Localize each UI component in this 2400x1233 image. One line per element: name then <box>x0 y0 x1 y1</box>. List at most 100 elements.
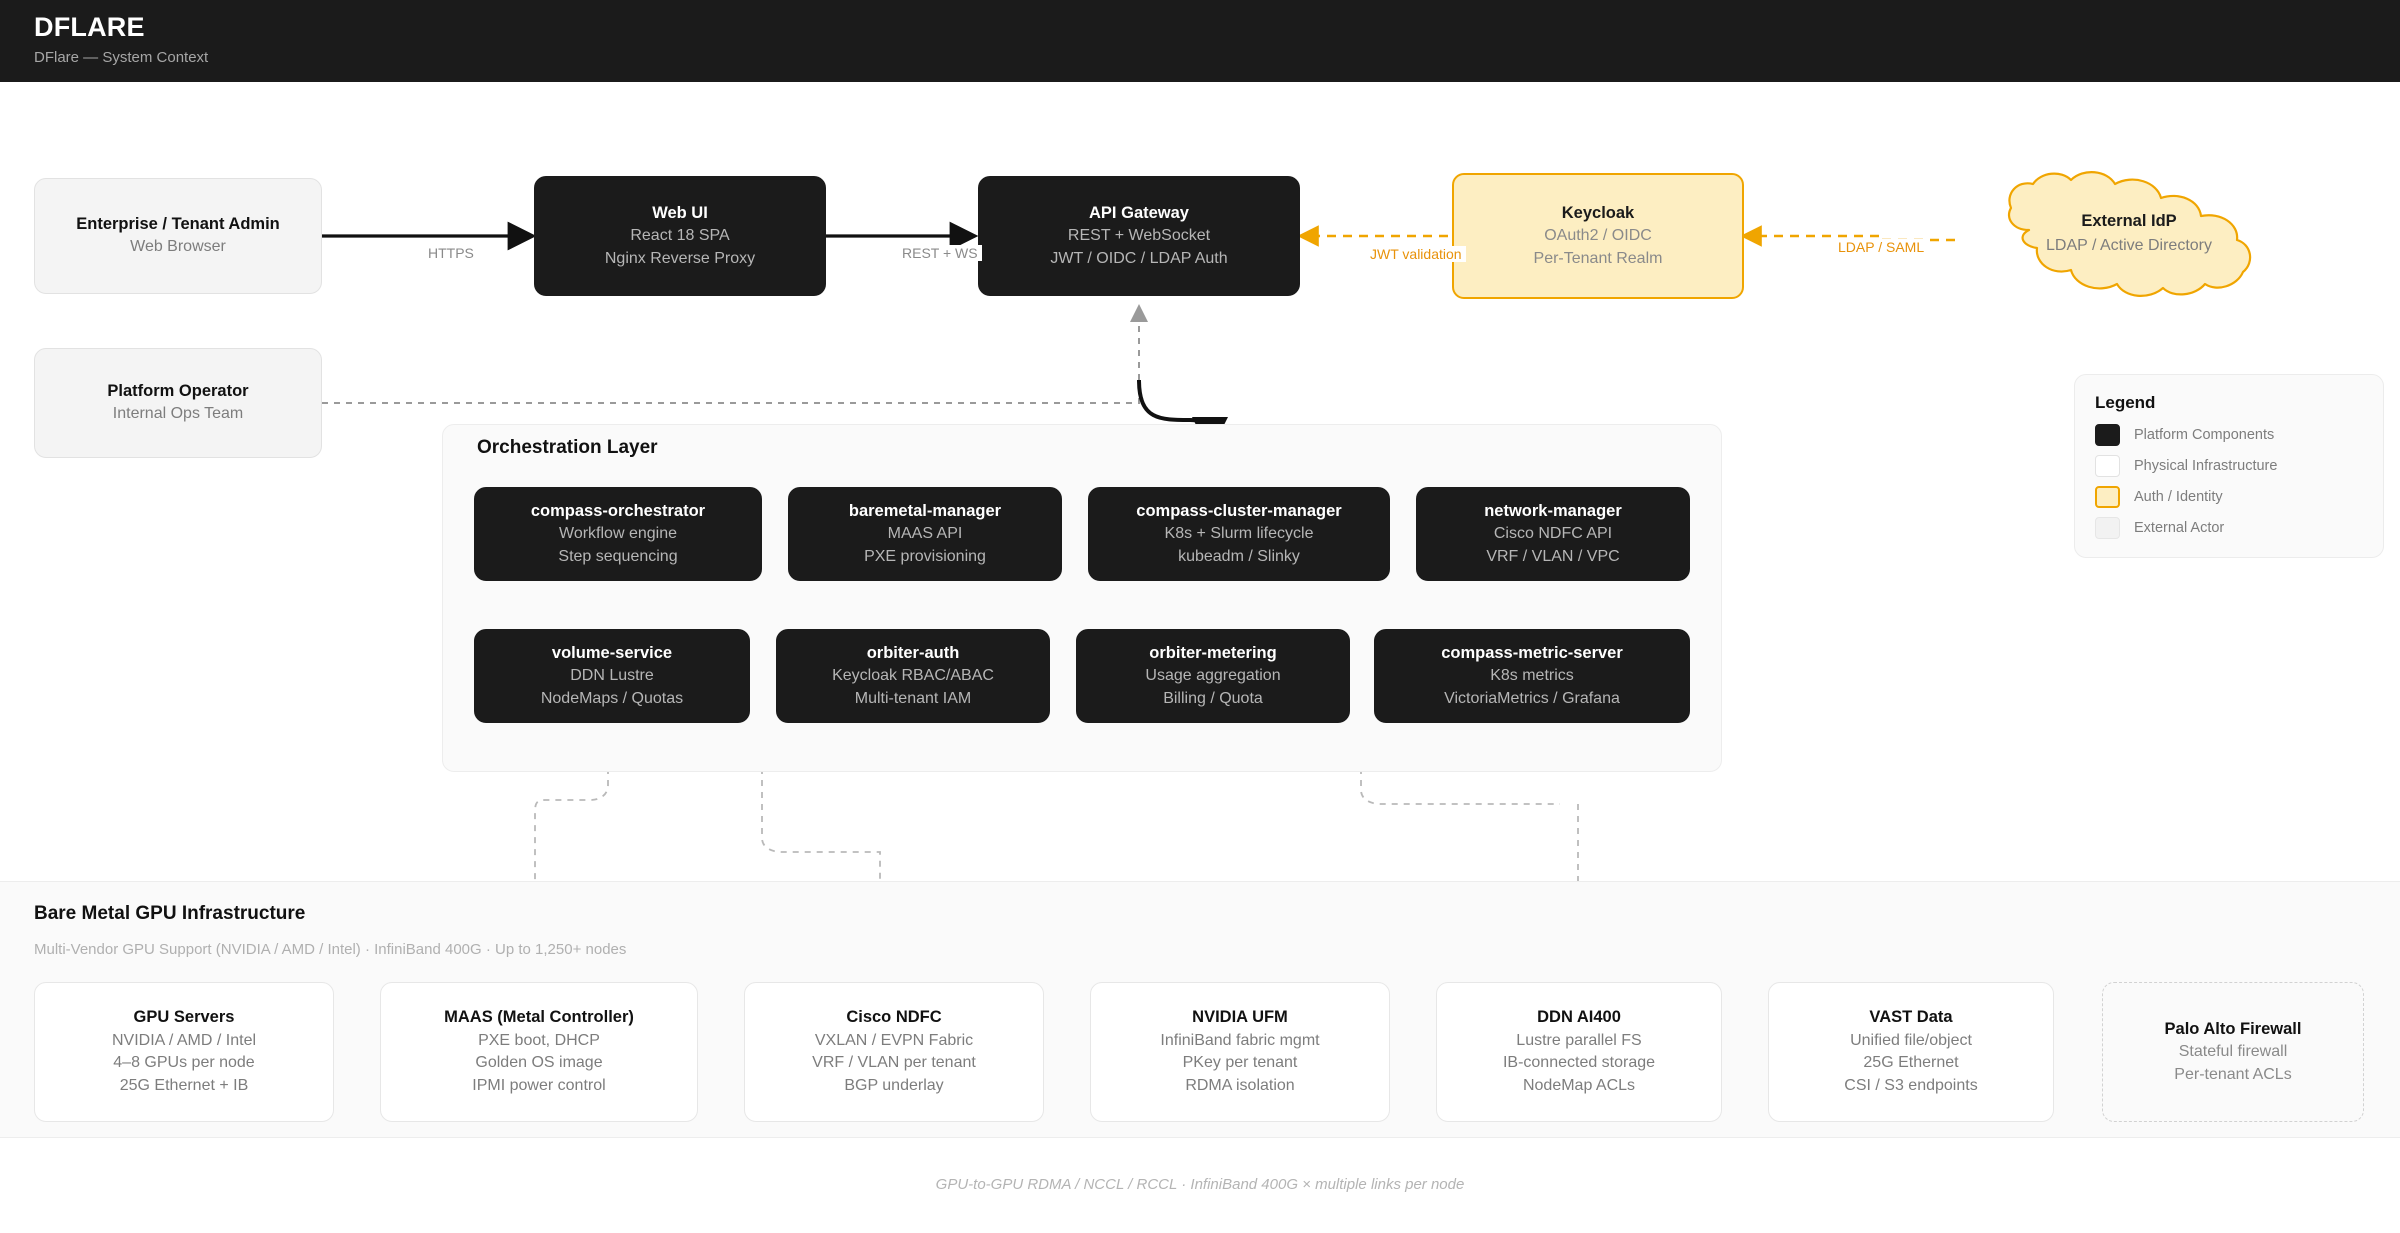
service-orbiter-metering[interactable]: orbiter-metering Usage aggregation Billi… <box>1076 629 1350 723</box>
service-baremetal-manager[interactable]: baremetal-manager MAAS API PXE provision… <box>788 487 1062 581</box>
node-line: REST + WebSocket <box>1067 226 1211 244</box>
node-title: Cisco NDFC <box>846 1008 942 1027</box>
node-line: PKey per tenant <box>1182 1054 1298 1072</box>
node-line: Unified file/object <box>1850 1031 1972 1049</box>
legend-item-label: Physical Infrastructure <box>2134 458 2278 474</box>
node-line: Internal Ops Team <box>112 405 244 423</box>
legend-item-external-actor: External Actor <box>2095 517 2363 539</box>
node-title: API Gateway <box>1089 203 1189 222</box>
node-web-ui[interactable]: Web UI React 18 SPA Nginx Reverse Proxy <box>534 176 826 296</box>
service-volume-service[interactable]: volume-service DDN Lustre NodeMaps / Quo… <box>474 629 750 723</box>
node-title: orbiter-auth <box>866 643 960 662</box>
node-line: OAuth2 / OIDC <box>1544 226 1652 244</box>
legend-panel: Legend Platform Components Physical Infr… <box>2074 374 2384 558</box>
node-line: Cisco NDFC API <box>1493 524 1613 542</box>
node-line: BGP underlay <box>844 1077 944 1095</box>
legend-item-label: External Actor <box>2134 520 2225 536</box>
node-title: MAAS (Metal Controller) <box>444 1008 634 1027</box>
node-title: DDN AI400 <box>1537 1008 1621 1027</box>
node-line: VRF / VLAN per tenant <box>812 1054 976 1072</box>
legend-item-label: Platform Components <box>2134 427 2275 443</box>
node-line: K8s + Slurm lifecycle <box>1164 524 1314 542</box>
node-line: 25G Ethernet <box>1863 1054 1959 1072</box>
legend-swatch-icon <box>2095 455 2120 477</box>
node-title: GPU Servers <box>133 1008 235 1027</box>
node-line: RDMA isolation <box>1185 1077 1295 1095</box>
node-line: IB-connected storage <box>1502 1054 1656 1072</box>
node-line: Web Browser <box>130 238 226 256</box>
node-line: Per-Tenant Realm <box>1533 249 1663 267</box>
node-line: NodeMaps / Quotas <box>540 689 684 707</box>
node-line: VRF / VLAN / VPC <box>1486 547 1620 565</box>
node-line: Golden OS image <box>475 1054 603 1072</box>
legend-swatch-icon <box>2095 424 2120 446</box>
bare-metal-title: Bare Metal GPU Infrastructure <box>34 903 306 924</box>
node-line: PXE provisioning <box>864 547 986 565</box>
edge-label-jwt-validation: JWT validation <box>1366 246 1466 262</box>
node-line: NodeMap ACLs <box>1522 1077 1636 1095</box>
node-keycloak[interactable]: Keycloak OAuth2 / OIDC Per-Tenant Realm <box>1452 173 1744 299</box>
node-enterprise-tenant-admin[interactable]: Enterprise / Tenant Admin Web Browser <box>34 178 322 294</box>
legend-title: Legend <box>2095 393 2156 412</box>
node-title: NVIDIA UFM <box>1192 1008 1288 1027</box>
node-line: CSI / S3 endpoints <box>1844 1077 1978 1095</box>
node-title: Keycloak <box>1561 203 1635 222</box>
node-line: Lustre parallel FS <box>1516 1031 1642 1049</box>
service-compass-cluster-manager[interactable]: compass-cluster-manager K8s + Slurm life… <box>1088 487 1390 581</box>
node-title: compass-metric-server <box>1441 643 1623 662</box>
infrastructure-footer-note: GPU-to-GPU RDMA / NCCL / RCCL · InfiniBa… <box>935 1176 1465 1193</box>
node-line: DDN Lustre <box>570 666 654 684</box>
infra-gpu-servers[interactable]: GPU Servers NVIDIA / AMD / Intel 4–8 GPU… <box>34 982 334 1122</box>
node-line: IPMI power control <box>472 1077 606 1095</box>
node-line: Keycloak RBAC/ABAC <box>832 666 994 684</box>
node-line: Stateful firewall <box>2178 1042 2288 1060</box>
node-api-gateway[interactable]: API Gateway REST + WebSocket JWT / OIDC … <box>978 176 1300 296</box>
node-line: Workflow engine <box>559 524 677 542</box>
infra-cisco-ndfc[interactable]: Cisco NDFC VXLAN / EVPN Fabric VRF / VLA… <box>744 982 1044 1122</box>
node-line: VictoriaMetrics / Grafana <box>1444 689 1620 707</box>
bare-metal-subtitle: Multi-Vendor GPU Support (NVIDIA / AMD /… <box>34 941 627 958</box>
orchestration-layer-title: Orchestration Layer <box>477 437 658 458</box>
infra-vast-data[interactable]: VAST Data Unified file/object 25G Ethern… <box>1768 982 2054 1122</box>
service-compass-metric-server[interactable]: compass-metric-server K8s metrics Victor… <box>1374 629 1690 723</box>
node-line: Per-tenant ACLs <box>2174 1065 2292 1083</box>
infra-nvidia-ufm[interactable]: NVIDIA UFM InfiniBand fabric mgmt PKey p… <box>1090 982 1390 1122</box>
edge-label-ldap-saml: LDAP / SAML <box>1834 239 1929 255</box>
node-line: React 18 SPA <box>630 226 730 244</box>
infra-ddn-ai400[interactable]: DDN AI400 Lustre parallel FS IB-connecte… <box>1436 982 1722 1122</box>
node-title: compass-orchestrator <box>530 501 706 520</box>
legend-swatch-icon <box>2095 517 2120 539</box>
node-title: orbiter-metering <box>1149 643 1277 662</box>
page-header: DFLARE DFlare — System Context <box>0 0 2400 82</box>
service-orbiter-auth[interactable]: orbiter-auth Keycloak RBAC/ABAC Multi-te… <box>776 629 1050 723</box>
node-line: JWT / OIDC / LDAP Auth <box>1050 249 1228 267</box>
node-line: MAAS API <box>887 524 963 542</box>
node-title: network-manager <box>1484 501 1622 520</box>
node-line: Nginx Reverse Proxy <box>604 249 756 267</box>
service-network-manager[interactable]: network-manager Cisco NDFC API VRF / VLA… <box>1416 487 1690 581</box>
legend-item-label: Auth / Identity <box>2134 489 2223 505</box>
legend-swatch-icon <box>2095 486 2120 508</box>
node-line: LDAP / Active Directory <box>2046 237 2212 255</box>
legend-item-physical-infrastructure: Physical Infrastructure <box>2095 455 2363 477</box>
node-title: Palo Alto Firewall <box>2164 1019 2302 1038</box>
node-title: Enterprise / Tenant Admin <box>76 214 280 233</box>
infra-palo-alto-firewall[interactable]: Palo Alto Firewall Stateful firewall Per… <box>2102 982 2364 1122</box>
node-line: InfiniBand fabric mgmt <box>1160 1031 1320 1049</box>
node-line: Billing / Quota <box>1163 689 1263 707</box>
page-title: DFLARE <box>34 12 145 42</box>
node-platform-operator[interactable]: Platform Operator Internal Ops Team <box>34 348 322 458</box>
service-compass-orchestrator[interactable]: compass-orchestrator Workflow engine Ste… <box>474 487 762 581</box>
node-external-idp[interactable]: External IdP LDAP / Active Directory <box>1955 168 2303 300</box>
infra-maas-metal-controller[interactable]: MAAS (Metal Controller) PXE boot, DHCP G… <box>380 982 698 1122</box>
node-line: kubeadm / Slinky <box>1178 547 1300 565</box>
node-line: PXE boot, DHCP <box>478 1031 600 1049</box>
node-title: compass-cluster-manager <box>1136 501 1342 520</box>
node-line: Multi-tenant IAM <box>854 689 972 707</box>
edge-label-https: HTTPS <box>424 245 478 261</box>
edge-label-rest-ws: REST + WS <box>898 245 982 261</box>
node-title: volume-service <box>551 643 673 662</box>
node-title: Web UI <box>652 203 708 222</box>
node-line: Usage aggregation <box>1145 666 1281 684</box>
